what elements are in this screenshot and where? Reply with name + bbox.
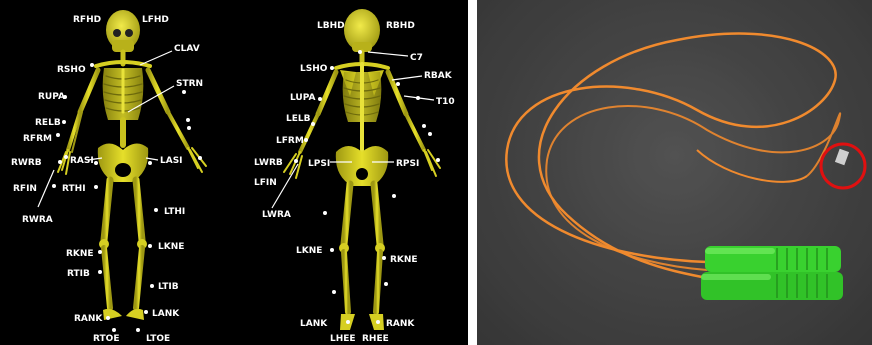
marker-label-lpsi: LPSI bbox=[308, 159, 330, 169]
marker-label-rwra: RWRA bbox=[22, 215, 53, 225]
marker-label-rupa: RUPA bbox=[38, 92, 65, 102]
marker-label-rpsi: RPSI bbox=[396, 159, 419, 169]
marker-label-lupa: LUPA bbox=[290, 93, 315, 103]
marker-label-lfrm: LFRM bbox=[276, 136, 304, 146]
marker-label-rank: RANK bbox=[74, 314, 103, 324]
skeleton-marker-figure: RFHD LFHD CLAV RSHO STRN RUPA RELB RFRM … bbox=[0, 0, 468, 345]
marker-label-lfhd: LFHD bbox=[142, 15, 169, 25]
marker-label-c7: C7 bbox=[410, 53, 423, 63]
marker-label-rasi: RASI bbox=[70, 156, 94, 166]
marker-label-ltib: LTIB bbox=[158, 282, 179, 292]
marker-label-lthi: LTHI bbox=[164, 207, 185, 217]
marker-label-back-lank: LANK bbox=[300, 319, 328, 329]
marker-label-rbak: RBAK bbox=[424, 71, 453, 81]
marker-label-rkne: RKNE bbox=[66, 249, 94, 259]
marker-label-lwra: LWRA bbox=[262, 210, 291, 220]
rope-handles bbox=[701, 246, 843, 300]
marker-label-rfin: RFIN bbox=[13, 184, 37, 194]
marker-label-back-lkne: LKNE bbox=[296, 246, 322, 256]
marker-label-rtoe: RTOE bbox=[93, 334, 119, 344]
marker-label-rwrb: RWRB bbox=[11, 158, 42, 168]
marker-label-ltoe: LTOE bbox=[146, 334, 170, 344]
marker-label-rhee: RHEE bbox=[362, 334, 389, 344]
jump-rope-photo bbox=[477, 0, 872, 345]
marker-label-back-rank: RANK bbox=[386, 319, 415, 329]
marker-label-lkne: LKNE bbox=[158, 242, 184, 252]
marker-label-rthi: RTHI bbox=[62, 184, 86, 194]
marker-label-lhee: LHEE bbox=[330, 334, 356, 344]
skeleton-illustration: RFHD LFHD CLAV RSHO STRN RUPA RELB RFRM … bbox=[0, 0, 468, 345]
marker-label-clav: CLAV bbox=[174, 44, 200, 54]
marker-label-lank: LANK bbox=[152, 309, 180, 319]
marker-label-lbhd: LBHD bbox=[317, 21, 345, 31]
marker-label-rfrm: RFRM bbox=[23, 134, 52, 144]
marker-label-rbhd: RBHD bbox=[386, 21, 415, 31]
marker-label-rfhd: RFHD bbox=[73, 15, 101, 25]
marker-label-t10: T10 bbox=[436, 97, 455, 107]
marker-label-lelb: LELB bbox=[286, 114, 311, 124]
marker-label-back-rkne: RKNE bbox=[390, 255, 418, 265]
marker-label-strn: STRN bbox=[176, 79, 203, 89]
marker-label-rtib: RTIB bbox=[67, 269, 90, 279]
jump-rope-illustration bbox=[477, 0, 872, 345]
marker-label-lasi: LASI bbox=[160, 156, 183, 166]
marker-label-relb: RELB bbox=[35, 118, 61, 128]
marker-label-rsho: RSHO bbox=[57, 65, 86, 75]
marker-label-lfin: LFIN bbox=[254, 178, 277, 188]
marker-label-lwrb: LWRB bbox=[254, 158, 283, 168]
marker-label-lsho: LSHO bbox=[300, 64, 328, 74]
